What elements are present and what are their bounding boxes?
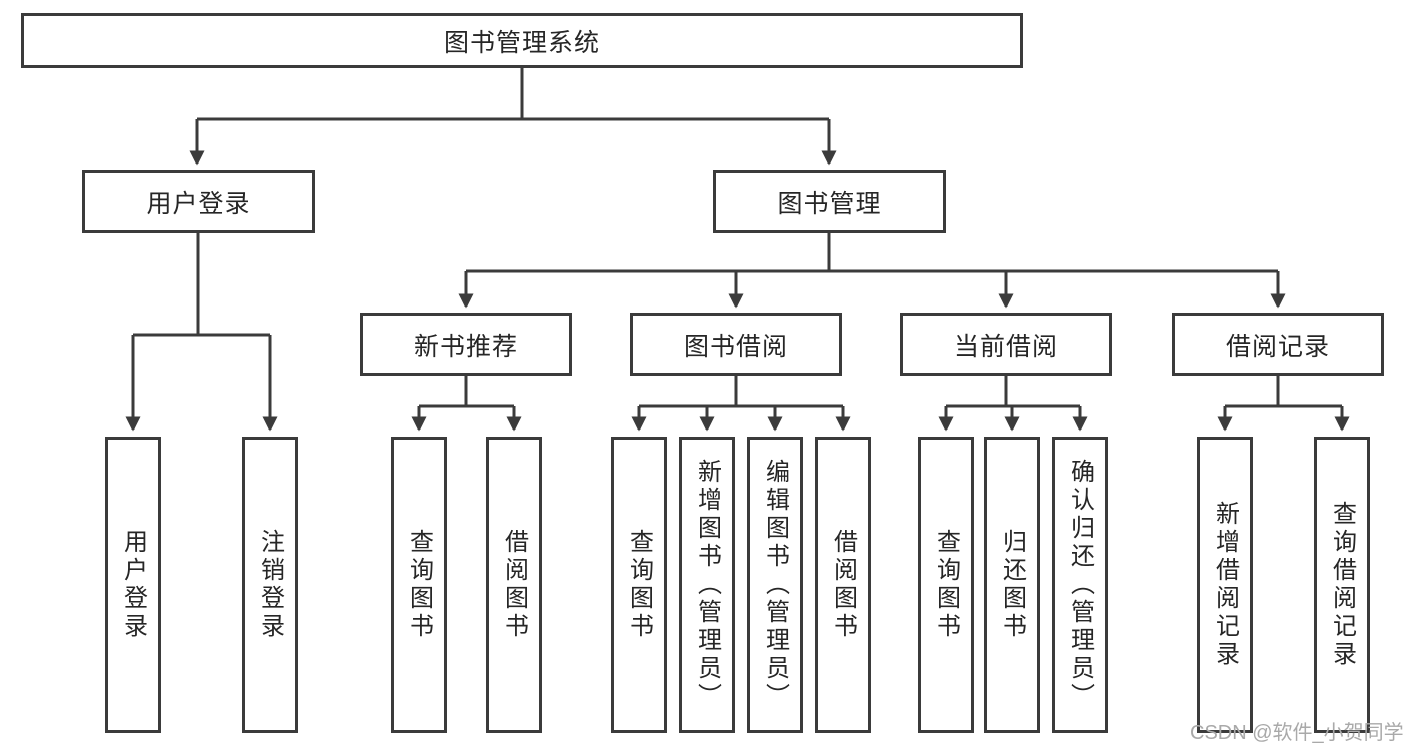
connector-user-login-to-leaves [125, 233, 278, 432]
leaf-borrowing-borrow-books: 借阅图书 [815, 437, 871, 733]
leaf-user-login: 用户登录 [105, 437, 161, 733]
node-borrowing-records: 借阅记录 [1172, 313, 1384, 376]
leaf-newbook-query-books: 查询图书 [391, 437, 447, 733]
leaf-borrowing-edit-books-admin: 编辑图书（管理员） [747, 437, 803, 733]
connector-borrowing-records-to-leaves [1217, 376, 1350, 432]
node-book-borrowing: 图书借阅 [630, 313, 842, 376]
node-current-borrowing: 当前借阅 [900, 313, 1112, 376]
node-new-book-recommend: 新书推荐 [360, 313, 572, 376]
node-user-login: 用户登录 [82, 170, 315, 233]
connector-book-management-to-level3 [458, 233, 1286, 309]
connector-current-borrowing-to-leaves [938, 376, 1088, 432]
connector-root-to-level2 [189, 68, 837, 166]
leaf-records-add-record: 新增借阅记录 [1197, 437, 1253, 733]
connector-book-borrowing-to-leaves [631, 376, 851, 432]
node-book-management: 图书管理 [713, 170, 946, 233]
leaf-newbook-borrow-books: 借阅图书 [486, 437, 542, 733]
csdn-watermark: CSDN @软件_小贺同学 [1190, 722, 1404, 744]
leaf-current-confirm-return-admin: 确认归还（管理员） [1052, 437, 1108, 733]
connector-new-book-recommend-to-leaves [411, 376, 522, 432]
leaf-current-query-books: 查询图书 [918, 437, 974, 733]
node-root-system: 图书管理系统 [21, 13, 1023, 68]
leaf-borrowing-add-books-admin: 新增图书（管理员） [679, 437, 735, 733]
leaf-borrowing-query-books: 查询图书 [611, 437, 667, 733]
leaf-records-query-record: 查询借阅记录 [1314, 437, 1370, 733]
leaf-logout: 注销登录 [242, 437, 298, 733]
leaf-current-return-books: 归还图书 [984, 437, 1040, 733]
